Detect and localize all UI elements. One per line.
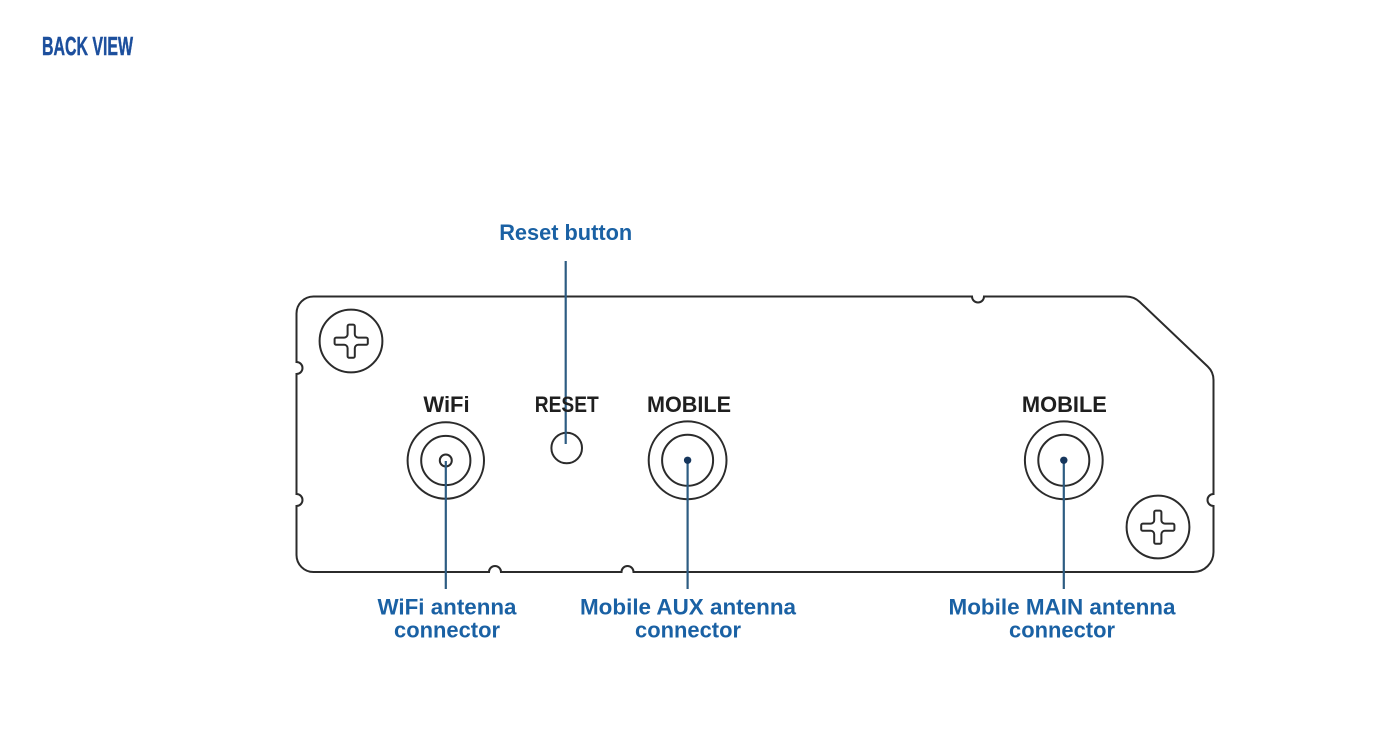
svg-text:Reset button: Reset button [499, 220, 632, 245]
svg-text:connector: connector [635, 618, 741, 643]
svg-text:WiFi antenna: WiFi antenna [378, 595, 518, 620]
svg-text:connector: connector [394, 618, 500, 643]
svg-text:MOBILE: MOBILE [1022, 392, 1107, 417]
svg-text:RESET: RESET [535, 392, 599, 417]
svg-text:connector: connector [1009, 618, 1115, 643]
svg-text:Mobile AUX antenna: Mobile AUX antenna [580, 595, 797, 620]
svg-text:Mobile MAIN antenna: Mobile MAIN antenna [949, 595, 1177, 620]
svg-text:WiFi: WiFi [423, 392, 469, 417]
svg-text:BACK VIEW: BACK VIEW [42, 31, 133, 61]
svg-text:MOBILE: MOBILE [647, 392, 731, 417]
